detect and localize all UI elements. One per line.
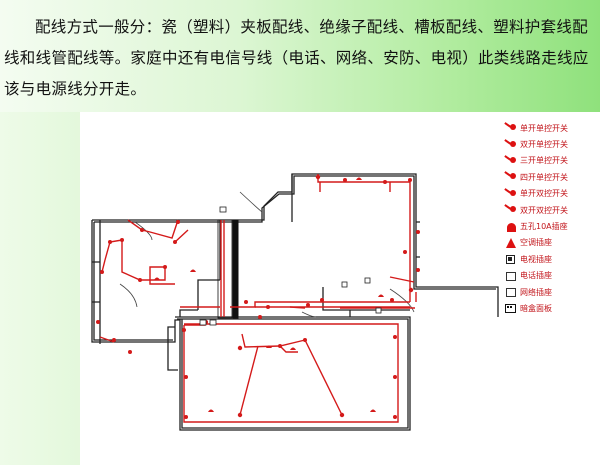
phone-socket-icon bbox=[503, 270, 519, 282]
network-socket-icon bbox=[503, 286, 519, 298]
legend-label: 四开单控开关 bbox=[520, 172, 568, 182]
legend-label: 单开单控开关 bbox=[520, 123, 568, 133]
legend-item: 四开单控开关 bbox=[503, 169, 598, 185]
legend-label: 网络插座 bbox=[520, 287, 552, 297]
ac-socket-icon bbox=[503, 237, 519, 249]
legend-item: 电视插座 bbox=[503, 251, 598, 267]
legend-item: 暗盒面板 bbox=[503, 300, 598, 316]
triple-gang-switch-icon bbox=[503, 155, 519, 167]
legend-label: 五孔10A插座 bbox=[520, 222, 568, 232]
shafts bbox=[217, 219, 239, 319]
wiring-diagram-panel: 单开单控开关 双开单控开关 三开单控开关 四开单控开关 单开双控开关 双开双控开… bbox=[80, 112, 600, 465]
fixture-boxes bbox=[199, 206, 382, 326]
legend-label: 三开单控开关 bbox=[520, 156, 568, 166]
single-two-way-switch-icon bbox=[503, 188, 519, 200]
floor-plan-wiring-diagram bbox=[91, 173, 499, 431]
legend-item: 空调插座 bbox=[503, 235, 598, 251]
legend-item: 三开单控开关 bbox=[503, 153, 598, 169]
wiring-runs bbox=[99, 174, 417, 423]
legend-item: 单开双控开关 bbox=[503, 186, 598, 202]
legend-item: 单开单控开关 bbox=[503, 120, 598, 136]
door-swings bbox=[119, 191, 415, 318]
wiring-devices bbox=[96, 174, 420, 419]
legend-label: 空调插座 bbox=[520, 238, 552, 248]
legend-label: 电话插座 bbox=[520, 271, 552, 281]
legend-item: 电话插座 bbox=[503, 268, 598, 284]
legend-item: 双开双控开关 bbox=[503, 202, 598, 218]
tv-socket-icon bbox=[503, 253, 519, 265]
legend-item: 双开单控开关 bbox=[503, 136, 598, 152]
double-two-way-switch-icon bbox=[503, 204, 519, 216]
blank-panel-icon bbox=[503, 302, 519, 314]
five-hole-socket-icon bbox=[503, 221, 519, 233]
double-gang-switch-icon bbox=[503, 139, 519, 151]
legend-label: 双开双控开关 bbox=[520, 205, 568, 215]
legend-item: 网络插座 bbox=[503, 284, 598, 300]
legend-label: 电视插座 bbox=[520, 254, 552, 264]
legend-item: 五孔10A插座 bbox=[503, 218, 598, 234]
intro-section: 配线方式一般分：瓷（塑料）夹板配线、绝缘子配线、槽板配线、塑料护套线配线和线管配… bbox=[0, 0, 600, 112]
single-gang-switch-icon bbox=[503, 122, 519, 134]
intro-text: 配线方式一般分：瓷（塑料）夹板配线、绝缘子配线、槽板配线、塑料护套线配线和线管配… bbox=[4, 18, 589, 98]
socket-marks bbox=[154, 177, 384, 412]
legend: 单开单控开关 双开单控开关 三开单控开关 四开单控开关 单开双控开关 双开双控开… bbox=[503, 120, 598, 317]
quad-gang-switch-icon bbox=[503, 171, 519, 183]
legend-label: 单开双控开关 bbox=[520, 189, 568, 199]
legend-label: 暗盒面板 bbox=[520, 303, 552, 313]
legend-label: 双开单控开关 bbox=[520, 140, 568, 150]
